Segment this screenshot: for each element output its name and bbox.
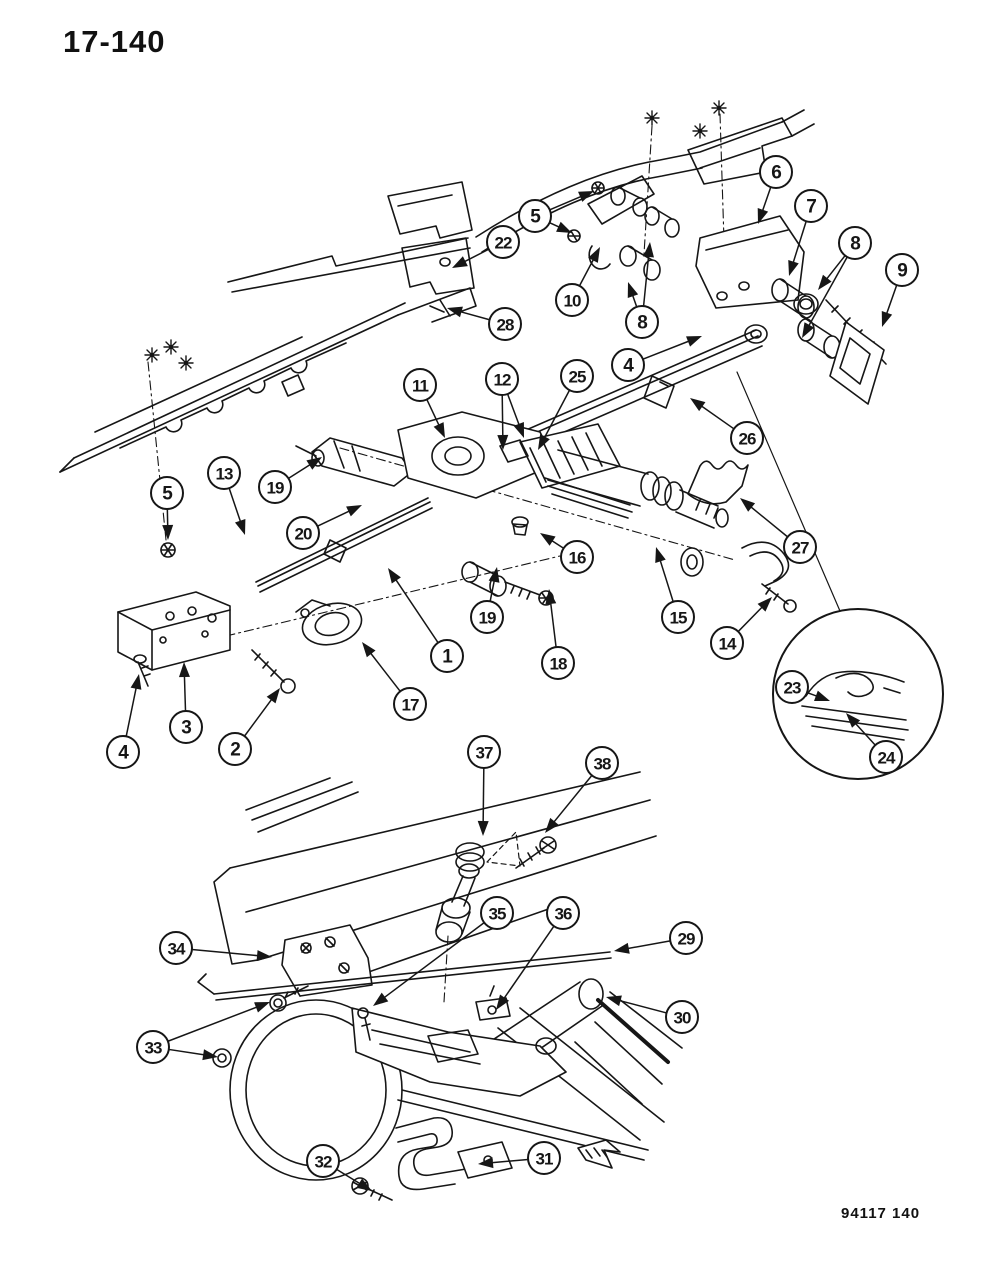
svg-text:15: 15: [670, 609, 687, 628]
callout-17: 17: [362, 642, 427, 721]
stabilizer-link: [435, 831, 557, 943]
svg-text:19: 19: [267, 479, 284, 498]
callout-19: 19: [470, 567, 504, 634]
svg-text:10: 10: [564, 292, 581, 311]
svg-text:5: 5: [162, 484, 173, 505]
callout-29: 29: [614, 921, 703, 955]
svg-text:33: 33: [145, 1039, 162, 1058]
callout-20: 20: [286, 505, 362, 550]
callout-12: 12: [485, 362, 524, 450]
callout-8: 8: [625, 242, 659, 339]
svg-text:12: 12: [494, 371, 511, 390]
svg-text:17: 17: [402, 696, 419, 715]
svg-text:29: 29: [678, 930, 695, 949]
svg-text:13: 13: [216, 465, 233, 484]
rear-hanger-bracket: [695, 215, 819, 315]
bushings-and-shackle: [771, 278, 887, 405]
svg-text:14: 14: [719, 635, 737, 654]
callout-27: 27: [740, 498, 817, 564]
svg-text:31: 31: [536, 1150, 553, 1169]
callout-19: 19: [258, 457, 322, 504]
callout-11: 11: [403, 368, 445, 438]
svg-text:2: 2: [230, 740, 240, 761]
svg-text:23: 23: [784, 679, 801, 698]
svg-text:37: 37: [476, 744, 493, 763]
svg-text:27: 27: [792, 539, 809, 558]
svg-text:9: 9: [897, 261, 907, 282]
svg-text:3: 3: [181, 718, 191, 739]
callout-30: 30: [606, 995, 699, 1034]
svg-text:22: 22: [495, 234, 512, 253]
svg-text:19: 19: [479, 609, 496, 628]
callout-13: 13: [207, 456, 246, 535]
track-bar: [197, 951, 612, 1021]
inset-detail: [736, 371, 944, 780]
callout-3: 3: [169, 662, 203, 744]
document-code: 94117 140: [841, 1205, 921, 1222]
callout-8: 8: [802, 226, 872, 338]
callout-32: 32: [306, 1144, 372, 1191]
svg-text:36: 36: [555, 905, 572, 924]
callout-36: 36: [496, 896, 580, 1010]
mount-bracket: [281, 924, 373, 997]
svg-text:25: 25: [569, 368, 586, 387]
svg-text:24: 24: [878, 749, 896, 768]
callout-31: 31: [478, 1141, 561, 1175]
callout-35: 35: [373, 896, 514, 1006]
callout-16: 16: [540, 533, 594, 574]
callout-4: 4: [106, 674, 142, 769]
svg-text:16: 16: [569, 549, 586, 568]
svg-text:32: 32: [315, 1153, 332, 1172]
callout-22: 22: [452, 225, 520, 268]
svg-text:4: 4: [118, 743, 129, 764]
centerlines: [147, 113, 736, 1003]
svg-text:38: 38: [594, 755, 611, 774]
callout-6: 6: [757, 155, 793, 224]
svg-text:35: 35: [489, 905, 506, 924]
svg-text:4: 4: [623, 356, 634, 377]
callout-24: 24: [846, 713, 903, 774]
callout-9: 9: [881, 253, 919, 327]
svg-text:18: 18: [550, 655, 567, 674]
callout-1: 1: [388, 568, 464, 673]
svg-text:26: 26: [739, 430, 756, 449]
svg-text:6: 6: [771, 163, 781, 184]
callout-15: 15: [655, 547, 695, 634]
callouts-layer: 5 22 6 7 8 9 10 8 28 4 11 12 25 26 13 19 5 20 16 27 19 15 14 1 1…: [106, 155, 919, 1191]
svg-text:7: 7: [806, 197, 816, 218]
callout-34: 34: [159, 931, 272, 965]
callout-5: 5: [518, 191, 594, 233]
svg-text:8: 8: [637, 313, 647, 334]
svg-text:11: 11: [412, 377, 429, 396]
callout-10: 10: [555, 247, 600, 317]
frame-rail-left: [59, 287, 477, 473]
svg-text:8: 8: [850, 234, 860, 255]
callout-28: 28: [447, 306, 522, 341]
svg-text:28: 28: [497, 316, 514, 335]
callout-2: 2: [218, 688, 280, 766]
callout-26: 26: [690, 398, 764, 455]
callout-38: 38: [545, 746, 619, 833]
svg-text:20: 20: [295, 525, 312, 544]
front-hanger-bracket: [117, 542, 296, 694]
page-title: 17-140: [63, 24, 166, 59]
callout-5: 5: [150, 476, 184, 540]
frame-rail-upper: [227, 181, 475, 317]
frame-rail-lower: [213, 771, 657, 997]
callout-7: 7: [788, 189, 828, 276]
svg-text:34: 34: [168, 940, 186, 959]
svg-text:5: 5: [530, 207, 541, 228]
callout-18: 18: [541, 589, 575, 680]
callout-23: 23: [775, 670, 830, 704]
callout-14: 14: [710, 597, 772, 660]
callout-37: 37: [467, 735, 501, 836]
callout-33: 33: [136, 1002, 270, 1064]
callout-4: 4: [611, 336, 702, 382]
callout-25: 25: [538, 359, 594, 450]
svg-text:1: 1: [442, 647, 453, 668]
shackle-assembly: [567, 175, 680, 281]
svg-text:30: 30: [674, 1009, 691, 1028]
